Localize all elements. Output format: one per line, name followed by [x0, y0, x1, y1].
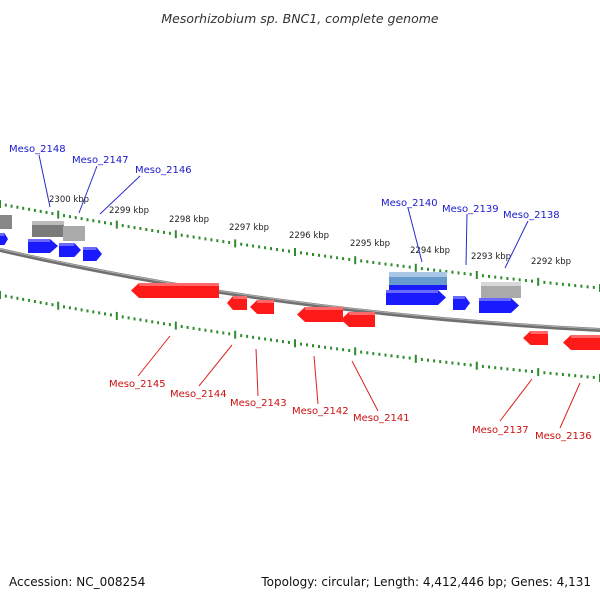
gene-meso-2139-body	[453, 296, 470, 310]
scale-ticks-lower	[0, 291, 600, 382]
gene-meso-2145-highlight	[139, 283, 219, 286]
accession-text: Accession: NC_008254	[9, 575, 145, 589]
gene-meso-2149-highlight	[0, 233, 5, 236]
gene-meso-2142-body	[297, 307, 343, 322]
gene-meso-2145-body	[131, 283, 219, 298]
gene-label-meso-2138[interactable]: Meso_2138	[503, 210, 560, 221]
gene-meso-2146	[83, 247, 102, 261]
scale-label: 2297 kbp	[229, 223, 269, 233]
gene-meso-2148-body	[28, 239, 58, 253]
gene-label-meso-2139[interactable]: Meso_2139	[442, 204, 499, 215]
gene-label-meso-2140[interactable]: Meso_2140	[381, 198, 438, 209]
gene-meso-2147	[59, 243, 81, 257]
gene-label-meso-2141[interactable]: Meso_2141	[353, 413, 410, 424]
gene-meso-2143-body	[250, 300, 274, 314]
scale-ticks-upper	[0, 200, 600, 292]
gene-label-meso-2136[interactable]: Meso_2136	[535, 431, 592, 442]
scale-labels: 2300 kbp 2299 kbp 2298 kbp 2297 kbp 2296…	[49, 195, 571, 267]
gene-meso-2138-body	[479, 298, 519, 313]
feature-block-light	[63, 226, 85, 241]
gene-meso-2145	[131, 283, 219, 298]
scale-label: 2295 kbp	[350, 239, 390, 249]
reverse-genes	[131, 283, 600, 350]
feature-block-grey	[0, 215, 12, 229]
forward-gene-labels: Meso_2148 Meso_2147 Meso_2146 Meso_2140 …	[9, 144, 560, 221]
scale-label: 2300 kbp	[49, 195, 89, 205]
gene-meso-2149	[0, 233, 8, 245]
genome-summary-text: Topology: circular; Length: 4,412,446 bp…	[260, 575, 591, 589]
gene-meso-2137	[523, 331, 548, 345]
gene-meso-2141	[341, 312, 375, 327]
genome-backbone-highlight	[0, 248, 600, 330]
scale-label: 2294 kbp	[410, 246, 450, 256]
scale-label: 2299 kbp	[109, 206, 149, 216]
feature-block-grey-highlight	[32, 221, 64, 225]
genome-backbone	[0, 248, 600, 332]
reverse-gene-labels: Meso_2145 Meso_2144 Meso_2143 Meso_2142 …	[109, 379, 592, 442]
gene-meso-2137-highlight	[530, 331, 548, 334]
gene-meso-2136-highlight	[571, 335, 600, 338]
gene-meso-2148-highlight	[28, 239, 50, 242]
gene-meso-2146-body	[83, 247, 102, 261]
gene-meso-2138-highlight	[479, 298, 511, 301]
gene-label-meso-2148[interactable]: Meso_2148	[9, 144, 66, 155]
gene-meso-2140	[386, 290, 446, 305]
forward-genes	[0, 215, 521, 313]
gene-meso-2138	[479, 298, 519, 313]
gene-meso-2136	[563, 335, 600, 350]
gene-meso-2147-highlight	[59, 243, 75, 246]
gene-meso-2139-highlight	[453, 296, 465, 299]
gene-meso-2143-highlight	[257, 300, 274, 303]
genome-title: Mesorhizobium sp. BNC1, complete genome	[161, 11, 439, 26]
feature-block-light-highlight	[481, 282, 521, 286]
gene-meso-2141-highlight	[349, 312, 375, 315]
gene-meso-2142	[297, 307, 343, 322]
gene-meso-2137-body	[523, 331, 548, 345]
gene-label-meso-2147[interactable]: Meso_2147	[72, 155, 129, 166]
gene-label-meso-2146[interactable]: Meso_2146	[135, 165, 192, 176]
gene-label-meso-2142[interactable]: Meso_2142	[292, 406, 349, 417]
forward-gene-label-leaders	[38, 154, 529, 269]
scale-label: 2296 kbp	[289, 231, 329, 241]
reverse-gene-label-leaders	[137, 335, 581, 429]
feature-block-highlighted-bottom	[389, 285, 447, 290]
gene-meso-2143	[250, 300, 274, 314]
gene-meso-2140-highlight	[386, 290, 438, 293]
gene-meso-2141-body	[341, 312, 375, 327]
gene-meso-2142-highlight	[305, 307, 343, 310]
scale-label: 2292 kbp	[531, 257, 571, 267]
gene-meso-2140-body	[386, 290, 446, 305]
gene-meso-2144-body	[227, 296, 247, 310]
gene-meso-2139	[453, 296, 470, 310]
gene-label-meso-2145[interactable]: Meso_2145	[109, 379, 166, 390]
gene-meso-2148	[28, 239, 58, 253]
gene-meso-2146-highlight	[83, 247, 97, 250]
gene-meso-2136-body	[563, 335, 600, 350]
gene-label-meso-2137[interactable]: Meso_2137	[472, 425, 529, 436]
feature-block-highlighted-top	[389, 272, 447, 277]
gene-meso-2147-body	[59, 243, 81, 257]
gene-label-meso-2143[interactable]: Meso_2143	[230, 398, 287, 409]
gene-meso-2144-highlight	[233, 296, 247, 299]
scale-label: 2298 kbp	[169, 215, 209, 225]
gene-meso-2149-body	[0, 233, 8, 245]
gene-meso-2144	[227, 296, 247, 310]
gene-label-meso-2144[interactable]: Meso_2144	[170, 389, 227, 400]
scale-label: 2293 kbp	[471, 252, 511, 262]
